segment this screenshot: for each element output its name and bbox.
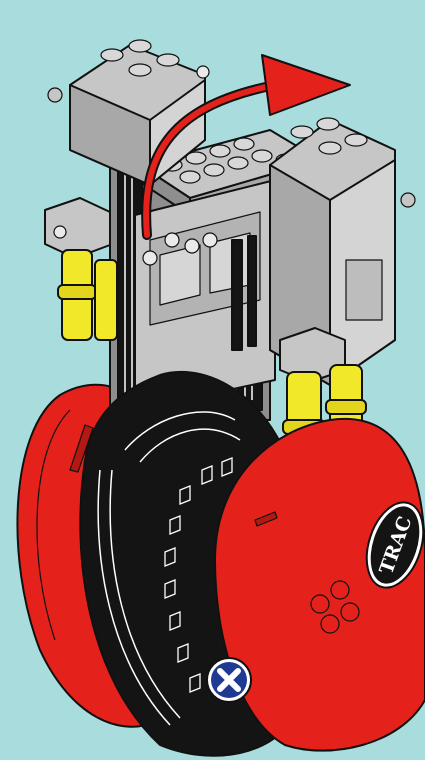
x-axle-icon xyxy=(207,658,251,702)
left-yellow-pins xyxy=(58,250,117,340)
